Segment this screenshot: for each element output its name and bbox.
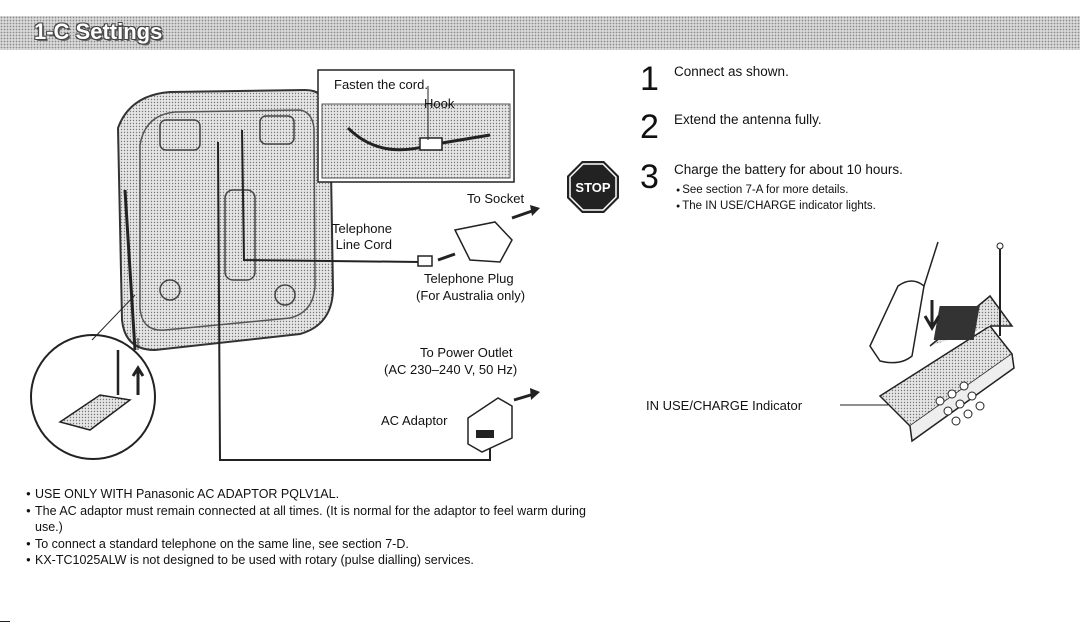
note-item: KX-TC1025ALW is not designed to be used … xyxy=(26,552,595,569)
telephone-label: Telephone xyxy=(332,221,392,236)
step-text: Charge the battery for about 10 hours. xyxy=(674,162,903,177)
fasten-cord-label: Fasten the cord. xyxy=(334,77,428,92)
section-title: 1-C Settings xyxy=(34,19,163,44)
stop-sign-icon: STOP xyxy=(567,161,619,213)
stop-sign-text: STOP xyxy=(575,180,610,195)
telephone-plug xyxy=(417,205,540,267)
hook-label: Hook xyxy=(424,96,455,111)
base-unit-connection-diagram xyxy=(30,69,540,461)
base-unit-charging xyxy=(878,242,1015,443)
note-item: The AC adaptor must remain connected at … xyxy=(26,503,595,536)
arrow-down-icon xyxy=(923,300,941,331)
note-item: To connect a standard telephone on the s… xyxy=(26,536,626,553)
power-outlet-label: To Power Outlet xyxy=(420,345,513,360)
step-number: 1 xyxy=(640,60,659,98)
telephone-line-cord xyxy=(241,129,421,263)
notes-list: USE ONLY WITH Panasonic AC ADAPTOR PQLV1… xyxy=(26,486,626,569)
handset xyxy=(869,241,939,364)
step-text: Extend the antenna fully. xyxy=(674,112,822,127)
step3-sub-item: See section 7-A for more details. xyxy=(676,184,848,196)
step-text: Connect as shown. xyxy=(674,64,789,79)
ac-adaptor-cord xyxy=(217,141,491,461)
base-unit-back xyxy=(116,88,335,352)
power-spec-label: (AC 230–240 V, 50 Hz) xyxy=(384,362,518,377)
section-header: 1-C Settings xyxy=(0,16,1080,50)
telephone-plug-label: Telephone Plug xyxy=(424,271,514,286)
line-cord-label: Line Cord xyxy=(335,237,392,252)
handset-inset xyxy=(30,294,156,460)
step-number: 2 xyxy=(640,108,659,146)
charging-diagram xyxy=(840,241,1015,443)
australia-only-label: (For Australia only) xyxy=(416,288,526,303)
ac-adaptor xyxy=(467,388,540,453)
to-socket-label: To Socket xyxy=(467,191,525,206)
note-item: USE ONLY WITH Panasonic AC ADAPTOR PQLV1… xyxy=(26,486,626,503)
antenna xyxy=(123,189,137,351)
step-number: 3 xyxy=(640,158,659,196)
in-use-indicator-label: IN USE/CHARGE Indicator xyxy=(646,398,803,413)
page-mark xyxy=(0,621,10,622)
step3-sub-item: The IN USE/CHARGE indicator lights. xyxy=(676,200,876,212)
ac-adaptor-label: AC Adaptor xyxy=(381,413,448,428)
